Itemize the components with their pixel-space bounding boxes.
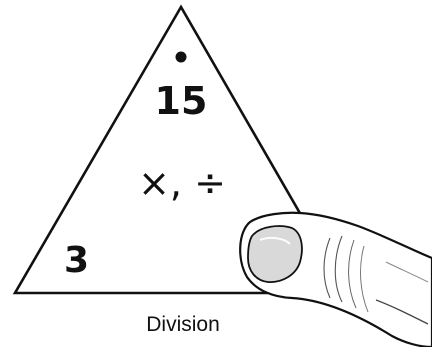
operation-symbols: ×, ÷: [138, 161, 226, 205]
top-number: 15: [155, 79, 208, 123]
left-number: 3: [64, 240, 89, 281]
top-marker-dot: [175, 51, 187, 63]
caption-label: Division: [146, 313, 220, 336]
pointing-finger-icon: [239, 211, 432, 347]
